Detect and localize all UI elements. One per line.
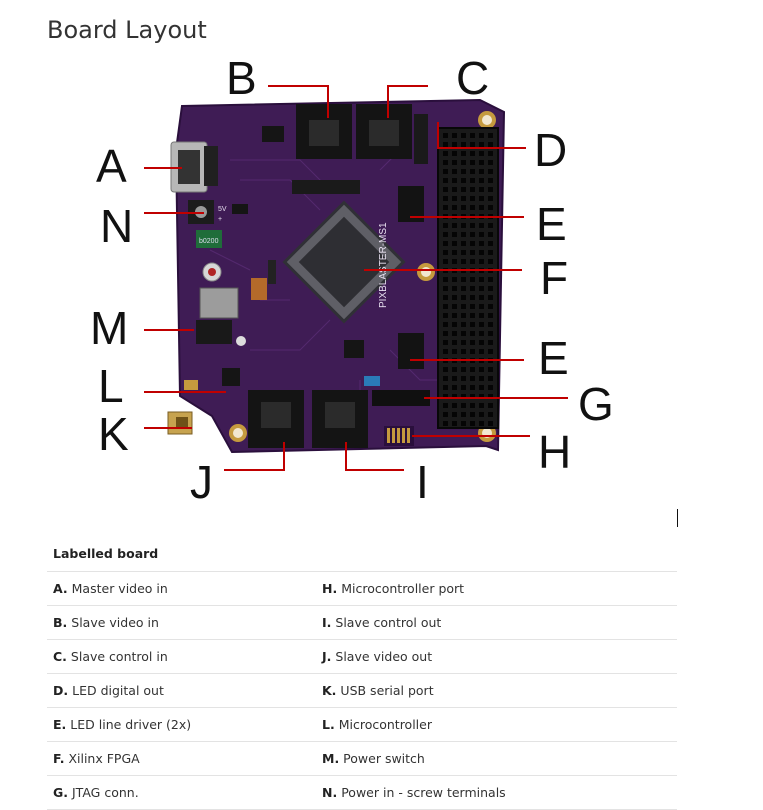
legend-cell: D. LED digital out (47, 674, 316, 707)
legend-cell: I. Slave control out (316, 606, 677, 639)
legend-label: Slave video out (335, 649, 433, 664)
callout-letter-a: A (96, 140, 127, 192)
legend-cell: K. USB serial port (316, 674, 677, 707)
plus-silkscreen: + (218, 216, 222, 223)
legend-row: F. Xilinx FPGA M. Power switch (47, 742, 677, 776)
legend-cell: B. Slave video in (47, 606, 316, 639)
callout-lines (144, 85, 568, 471)
legend-key: D. (53, 683, 69, 698)
legend-cell: M. Power switch (316, 742, 677, 775)
legend-title: Labelled board (47, 538, 677, 572)
callout-letter-d: D (534, 124, 567, 176)
legend-key: H. (322, 581, 338, 596)
legend-row: D. LED digital out K. USB serial port (47, 674, 677, 708)
legend-key: G. (53, 785, 69, 800)
legend-cell: A. Master video in (47, 572, 316, 605)
callout-letter-h: H (538, 426, 571, 478)
v5-silkscreen: 5V (218, 206, 227, 213)
legend-key: J. (322, 649, 332, 664)
callout-letter-c: C (456, 52, 489, 104)
legend-label: Microcontroller port (341, 581, 465, 596)
legend-cell: G. JTAG conn. (47, 776, 316, 809)
legend-cell: L. Microcontroller (316, 708, 677, 741)
legend-label: Xilinx FPGA (68, 751, 140, 766)
callout-letter-j: J (190, 456, 213, 508)
callout-letter-n: N (100, 200, 133, 252)
legend-cell: J. Slave video out (316, 640, 677, 673)
legend-label: Slave control out (335, 615, 442, 630)
text-cursor (677, 509, 678, 527)
legend-key: C. (53, 649, 67, 664)
board-silkscreen-name: PIXBLASTER-MS1 (378, 222, 389, 308)
legend-key: K. (322, 683, 337, 698)
legend-row: E. LED line driver (2x) L. Microcontroll… (47, 708, 677, 742)
callout-letter-f: F (540, 252, 568, 304)
labelled-board-figure: 5V + b0200 (90, 52, 614, 508)
legend-label: LED digital out (72, 683, 164, 698)
legend-table: Labelled board A. Master video in H. Mic… (47, 538, 677, 810)
legend-label: Microcontroller (338, 717, 432, 732)
callout-letter-k: K (98, 408, 129, 460)
legend-key: F. (53, 751, 65, 766)
legend-key: A. (53, 581, 68, 596)
legend-key: B. (53, 615, 68, 630)
legend-key: L. (322, 717, 335, 732)
callout-letter-m: M (90, 302, 128, 354)
callout-letter-i: I (416, 456, 429, 508)
legend-key: I. (322, 615, 332, 630)
legend-key: E. (53, 717, 67, 732)
callout-letter-e-upper: E (536, 198, 567, 250)
legend-label: Power switch (343, 751, 425, 766)
legend-cell: F. Xilinx FPGA (47, 742, 316, 775)
legend-row: C. Slave control in J. Slave video out (47, 640, 677, 674)
inductor-label: b0200 (199, 238, 219, 245)
legend-cell: E. LED line driver (2x) (47, 708, 316, 741)
legend-cell: C. Slave control in (47, 640, 316, 673)
legend-row: A. Master video in H. Microcontroller po… (47, 572, 677, 606)
legend-label: Slave control in (70, 649, 168, 664)
legend-label: LED line driver (2x) (70, 717, 192, 732)
legend-label: JTAG conn. (72, 785, 139, 800)
legend-label: Slave video in (71, 615, 159, 630)
callout-letter-b: B (226, 52, 257, 104)
callout-letter-e-lower: E (538, 332, 569, 384)
legend-key: N. (322, 785, 338, 800)
legend-label: Master video in (71, 581, 168, 596)
legend-label: USB serial port (340, 683, 434, 698)
callout-letter-l: L (98, 360, 124, 412)
legend-row: B. Slave video in I. Slave control out (47, 606, 677, 640)
page-title: Board Layout (47, 16, 207, 44)
legend-cell: N. Power in - screw terminals (316, 776, 677, 809)
legend-row: G. JTAG conn. N. Power in - screw termin… (47, 776, 677, 810)
legend-key: M. (322, 751, 340, 766)
legend-label: Power in - screw terminals (341, 785, 506, 800)
callout-letter-g: G (578, 378, 614, 430)
legend-cell: H. Microcontroller port (316, 572, 677, 605)
